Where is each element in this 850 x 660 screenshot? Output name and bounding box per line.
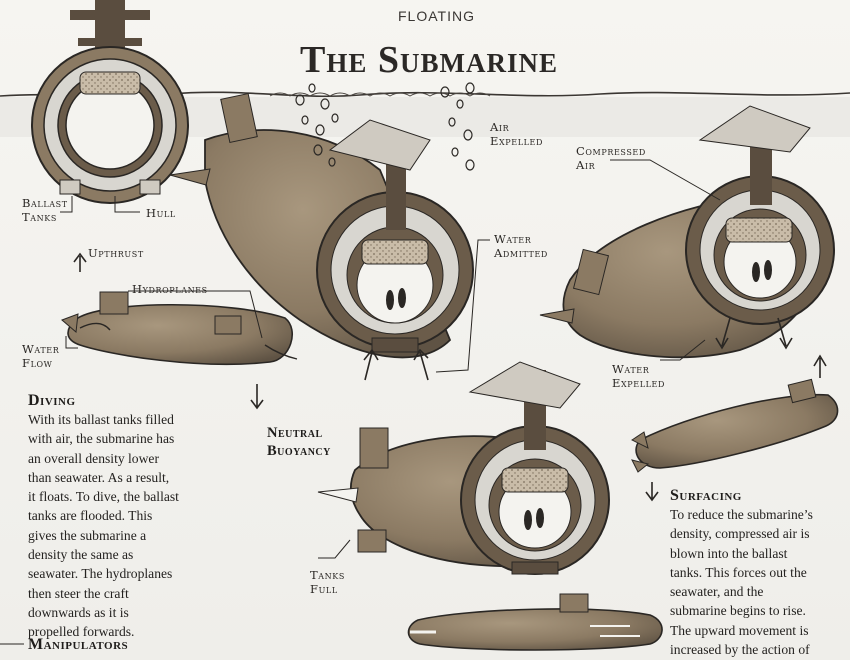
water-in-arrow-right [413, 348, 429, 381]
leader-ballast [60, 196, 73, 213]
surfacing-line: tanks. This forces out the [670, 564, 807, 580]
label-compressed-air: Compressed Air [576, 144, 646, 172]
leader-water-flow [65, 336, 78, 349]
leader-water-admitted [435, 239, 490, 373]
sea-surface-waves [269, 92, 491, 97]
diving-line: tanks are flooded. This [28, 508, 153, 524]
crew-figures-2 [752, 260, 772, 282]
label-water-admitted: Water Admitted [494, 232, 548, 260]
surfacing-heading: Surfacing [670, 487, 742, 504]
surfacing-submarine-small [631, 378, 839, 473]
submarine-neutral-buoyancy [317, 361, 610, 575]
diving-line: propelled forwards. [28, 624, 135, 640]
crew-figures-3 [524, 508, 544, 530]
cross-section-surface [31, 0, 189, 204]
diving-line: gives the submarine a [28, 527, 147, 543]
label-air-expelled: Air Expelled [490, 120, 543, 148]
surfacing-line: density, compressed air is [670, 526, 810, 542]
diving-line: then steer the craft [28, 585, 129, 601]
diving-line: With its ballast tanks filled [28, 412, 174, 427]
diving-heading: Diving [28, 392, 76, 409]
diving-line: with air, the submarine has [28, 431, 175, 447]
leader-hydroplanes [128, 290, 263, 339]
label-water-flow: Water Flow [22, 342, 60, 370]
water-out-arrow-right [777, 317, 793, 350]
bottom-submarine-small [407, 593, 663, 651]
leader-compressed-air [610, 159, 721, 201]
leader-hull [114, 196, 140, 213]
diving-line: downwards as it is [28, 604, 129, 620]
submarine-compressed-air [539, 105, 835, 359]
label-tanks-full: Tanks Full [310, 568, 345, 596]
water-out-arrow-left [715, 317, 731, 350]
crew-figures-1 [386, 288, 406, 310]
surfacing-line: blown into the ballast [670, 545, 788, 561]
label-hydroplanes: Hydroplanes [132, 282, 208, 296]
down-arrow-surfacing [645, 482, 659, 502]
manipulators-heading: Manipulators [28, 636, 129, 653]
surfacing-line: seawater, and the [670, 584, 764, 600]
section-kicker: FLOATING [398, 8, 475, 24]
diving-line: it floats. To dive, the ballast [28, 489, 179, 505]
label-upthrust: Upthrust [88, 246, 144, 260]
surfacing-line: submarine begins to rise. [670, 603, 806, 619]
surfacing-line: The upward movement is [670, 622, 809, 638]
upthrust-arrow [73, 252, 87, 272]
label-ballast-tanks: Ballast Tanks [22, 196, 68, 224]
diving-line: seawater. The hydroplanes [28, 566, 173, 582]
label-neutral-buoyancy: Neutral Buoyancy [267, 425, 331, 459]
water-in-arrow-left [363, 348, 379, 381]
submarine-air-expelled [169, 92, 474, 359]
page-title: The Submarine [300, 39, 558, 81]
air-bubbles-right [440, 82, 475, 171]
down-arrow-left [250, 384, 264, 410]
diving-paragraph: With its ballast tanks filled with air, t… [28, 410, 179, 642]
leader-water-expelled [660, 339, 706, 361]
surfacing-paragraph: To reduce the submarine’s density, compre… [670, 505, 813, 660]
diving-line: an overall density lower [28, 450, 159, 466]
label-water-expelled: Water Expelled [612, 362, 665, 390]
diving-submarine [61, 291, 298, 366]
diving-line: density the same as [28, 547, 134, 563]
label-hull: Hull [146, 206, 176, 220]
up-arrow-right [813, 354, 827, 378]
diving-line: than seawater. As a result, [28, 469, 170, 485]
leader-tanks-full [318, 539, 351, 559]
air-bubbles-left [295, 83, 339, 167]
surfacing-line: increased by the action of [670, 642, 810, 658]
surfacing-line: To reduce the submarine’s [670, 507, 813, 522]
